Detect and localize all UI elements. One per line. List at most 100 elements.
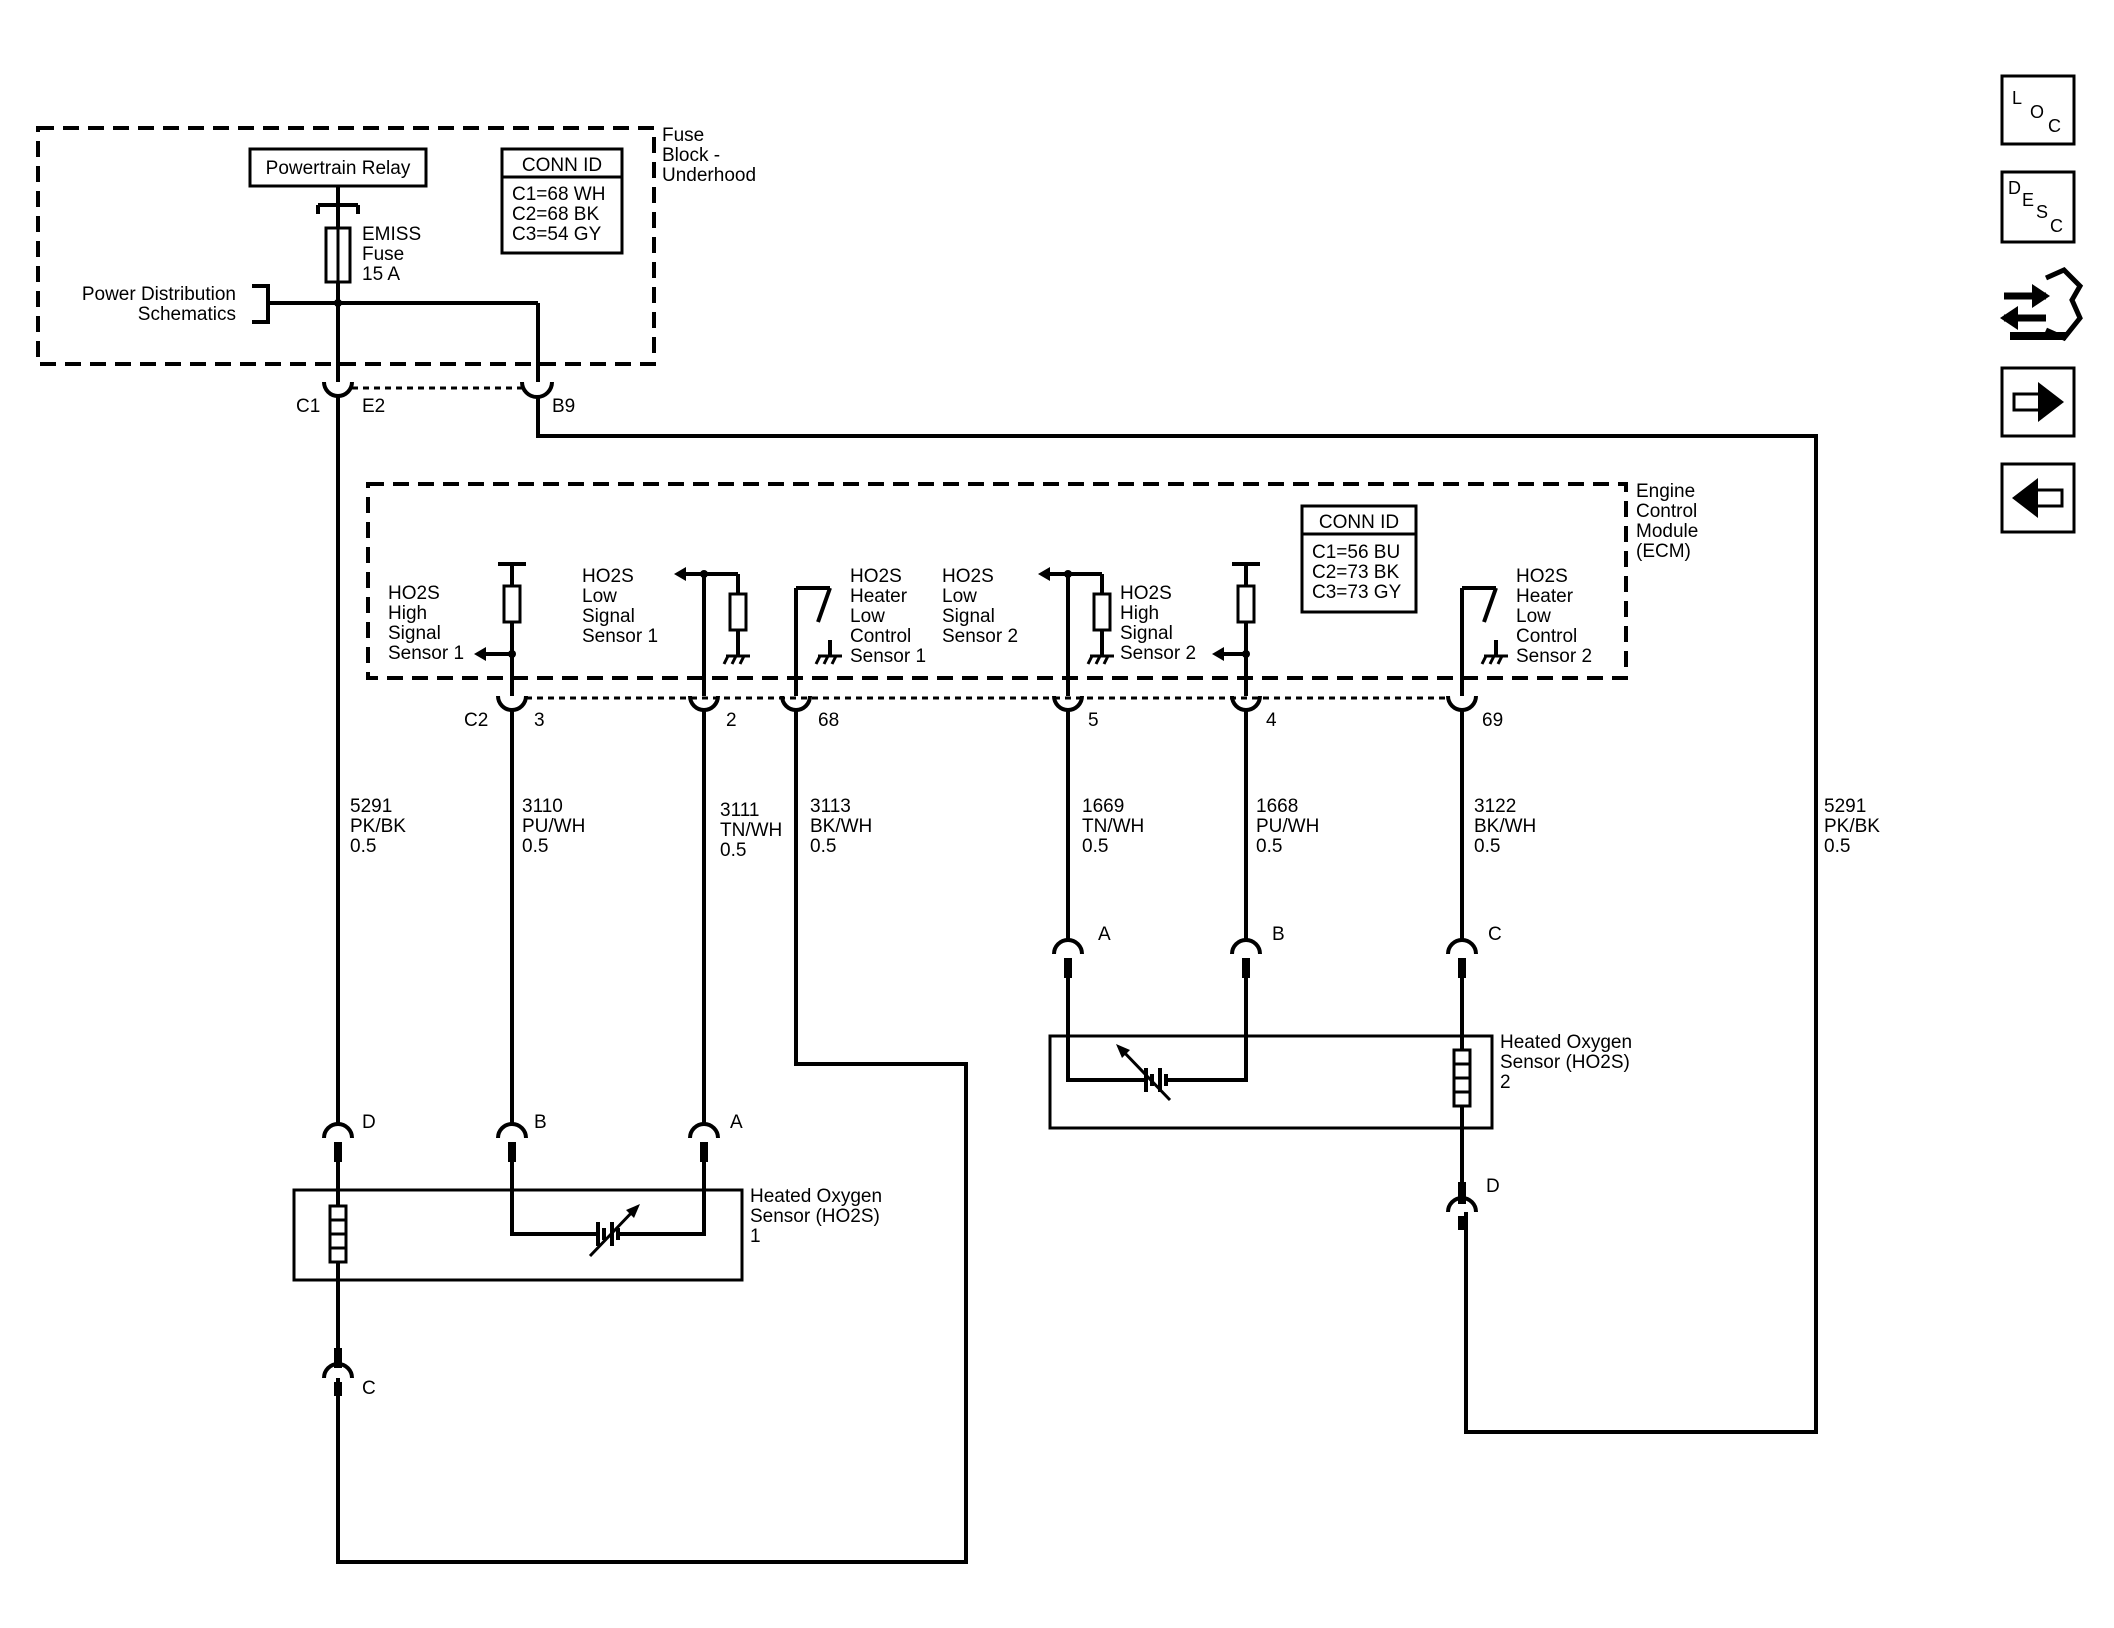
- svg-text:5291: 5291: [1824, 796, 1866, 817]
- svg-text:3122: 3122: [1474, 796, 1516, 817]
- svg-text:TN/WH: TN/WH: [1082, 816, 1144, 837]
- svg-text:HO2S: HO2S: [850, 566, 902, 587]
- pin-label: C: [362, 1378, 376, 1399]
- svg-text:0.5: 0.5: [1824, 836, 1850, 857]
- pin-label: 69: [1482, 710, 1503, 731]
- svg-text:C2=73 BK: C2=73 BK: [1312, 562, 1399, 583]
- description-button[interactable]: D E S C: [2000, 170, 2076, 244]
- svg-text:0.5: 0.5: [810, 836, 836, 857]
- svg-text:Signal: Signal: [942, 606, 995, 627]
- pin-label: 3: [534, 710, 545, 731]
- previous-page-button[interactable]: [2000, 462, 2076, 534]
- svg-text:CONN ID: CONN ID: [1319, 512, 1399, 533]
- svg-text:Low: Low: [582, 586, 617, 607]
- sensor-1-connectors: D B A: [322, 1112, 743, 1162]
- svg-text:High: High: [388, 603, 427, 624]
- connector-label-c1: C1: [296, 396, 320, 417]
- wire-label: 5291 PK/BK 0.5: [350, 796, 406, 857]
- ecm-conn-id-table: CONN ID C1=56 BU C2=73 BK C3=73 GY: [1300, 504, 1418, 614]
- sensor-2-label: Sensor (HO2S): [1500, 1052, 1630, 1073]
- pin-label: A: [730, 1112, 743, 1133]
- location-button[interactable]: L O C: [2000, 74, 2076, 146]
- svg-text:PU/WH: PU/WH: [522, 816, 585, 837]
- arrow-left-icon: [2012, 478, 2064, 518]
- pin-label: C: [1488, 924, 1502, 945]
- svg-text:C1=68 WH: C1=68 WH: [512, 184, 605, 205]
- svg-text:Control: Control: [850, 626, 911, 647]
- loc-letter: O: [2030, 102, 2044, 122]
- svg-text:C1=56 BU: C1=56 BU: [1312, 542, 1400, 563]
- pin-label: 5: [1088, 710, 1099, 731]
- fuse-block-title-line: Fuse: [662, 125, 704, 146]
- svg-text:Signal: Signal: [388, 623, 441, 644]
- svg-text:PK/BK: PK/BK: [350, 816, 406, 837]
- svg-text:Low: Low: [1516, 606, 1551, 627]
- svg-text:Low: Low: [850, 606, 885, 627]
- engine-control-module: Engine Control Module (ECM) CONN ID C1=5…: [366, 481, 1698, 696]
- power-distribution-link[interactable]: Schematics: [138, 304, 236, 325]
- svg-text:HO2S: HO2S: [942, 566, 994, 587]
- heated-oxygen-sensor-2: Heated Oxygen Sensor (HO2S) 2: [1048, 978, 1632, 1182]
- pin-label: B: [1272, 924, 1285, 945]
- wire-label: 3113 BK/WH 0.5: [810, 796, 872, 857]
- ecm-title-line: (ECM): [1636, 541, 1691, 562]
- variable-cell-icon: [1116, 1044, 1176, 1102]
- svg-text:C2=68 BK: C2=68 BK: [512, 204, 599, 225]
- sensor-1-connector-c: C: [322, 1348, 376, 1399]
- pin-label-e2: E2: [362, 396, 385, 417]
- svg-text:Sensor 1: Sensor 1: [850, 646, 926, 667]
- heater-element-icon: [1452, 1048, 1472, 1108]
- fuse-block-conn-id-table: CONN ID C1=68 WH C2=68 BK C3=54 GY: [500, 147, 624, 255]
- svg-text:PU/WH: PU/WH: [1256, 816, 1319, 837]
- pin-label: B: [534, 1112, 547, 1133]
- sensor-2-connectors: A B C: [1052, 924, 1502, 978]
- svg-text:Sensor 2: Sensor 2: [942, 626, 1018, 647]
- fuse-label-line: Fuse: [362, 244, 404, 265]
- svg-text:5291: 5291: [350, 796, 392, 817]
- fuse-block-underhood: Fuse Block - Underhood Powertrain Relay …: [36, 125, 756, 382]
- svg-text:0.5: 0.5: [1474, 836, 1500, 857]
- svg-text:C3=54 GY: C3=54 GY: [512, 224, 602, 245]
- power-distribution-link[interactable]: Power Distribution: [82, 284, 236, 305]
- connector-repair-button[interactable]: [2000, 267, 2084, 342]
- svg-text:3111: 3111: [720, 800, 759, 821]
- ecm-circuit-low-signal-sensor-2: [1038, 567, 1114, 696]
- svg-text:Sensor 1: Sensor 1: [388, 643, 464, 664]
- svg-text:Sensor 2: Sensor 2: [1516, 646, 1592, 667]
- svg-text:3113: 3113: [810, 796, 851, 817]
- pin-label: A: [1098, 924, 1111, 945]
- svg-text:HO2S: HO2S: [388, 583, 440, 604]
- ecm-circuit-heater-control-sensor-1: [794, 586, 842, 696]
- svg-text:0.5: 0.5: [1082, 836, 1108, 857]
- ecm-title-line: Engine: [1636, 481, 1695, 502]
- svg-text:Signal: Signal: [1120, 623, 1173, 644]
- svg-text:Low: Low: [942, 586, 977, 607]
- ecm-circuit-heater-control-sensor-2: [1460, 586, 1508, 696]
- svg-text:Heater: Heater: [1516, 586, 1574, 607]
- fuse-block-title-line: Underhood: [662, 165, 756, 186]
- svg-text:0.5: 0.5: [350, 836, 376, 857]
- wire-label: 3111 TN/WH 0.5: [720, 800, 782, 861]
- connector-repair-icon: [2000, 267, 2084, 342]
- svg-text:Signal: Signal: [582, 606, 635, 627]
- pin-label-b9: B9: [552, 396, 575, 417]
- connector-label-c2: C2: [464, 710, 488, 731]
- next-page-button[interactable]: [2000, 366, 2076, 438]
- ecm-title-line: Control: [1636, 501, 1697, 522]
- pin-label: 68: [818, 710, 839, 731]
- desc-letter: S: [2036, 202, 2048, 222]
- svg-text:0.5: 0.5: [522, 836, 548, 857]
- sensor-2-label: Heated Oxygen: [1500, 1032, 1632, 1053]
- loc-letter: C: [2048, 116, 2061, 136]
- pin-label: 2: [726, 710, 737, 731]
- variable-cell-icon: [588, 1204, 640, 1258]
- svg-text:CONN ID: CONN ID: [522, 155, 602, 176]
- pin-label: 4: [1266, 710, 1277, 731]
- wire-label: 5291 PK/BK 0.5: [1824, 796, 1880, 857]
- wire-label: 3110 PU/WH 0.5: [522, 796, 585, 857]
- heated-oxygen-sensor-1: Heated Oxygen Sensor (HO2S) 1: [292, 1162, 882, 1348]
- sensor-1-label: 1: [750, 1226, 761, 1247]
- ecm-title-line: Module: [1636, 521, 1698, 542]
- svg-text:C3=73 GY: C3=73 GY: [1312, 582, 1402, 603]
- svg-text:3110: 3110: [522, 796, 563, 817]
